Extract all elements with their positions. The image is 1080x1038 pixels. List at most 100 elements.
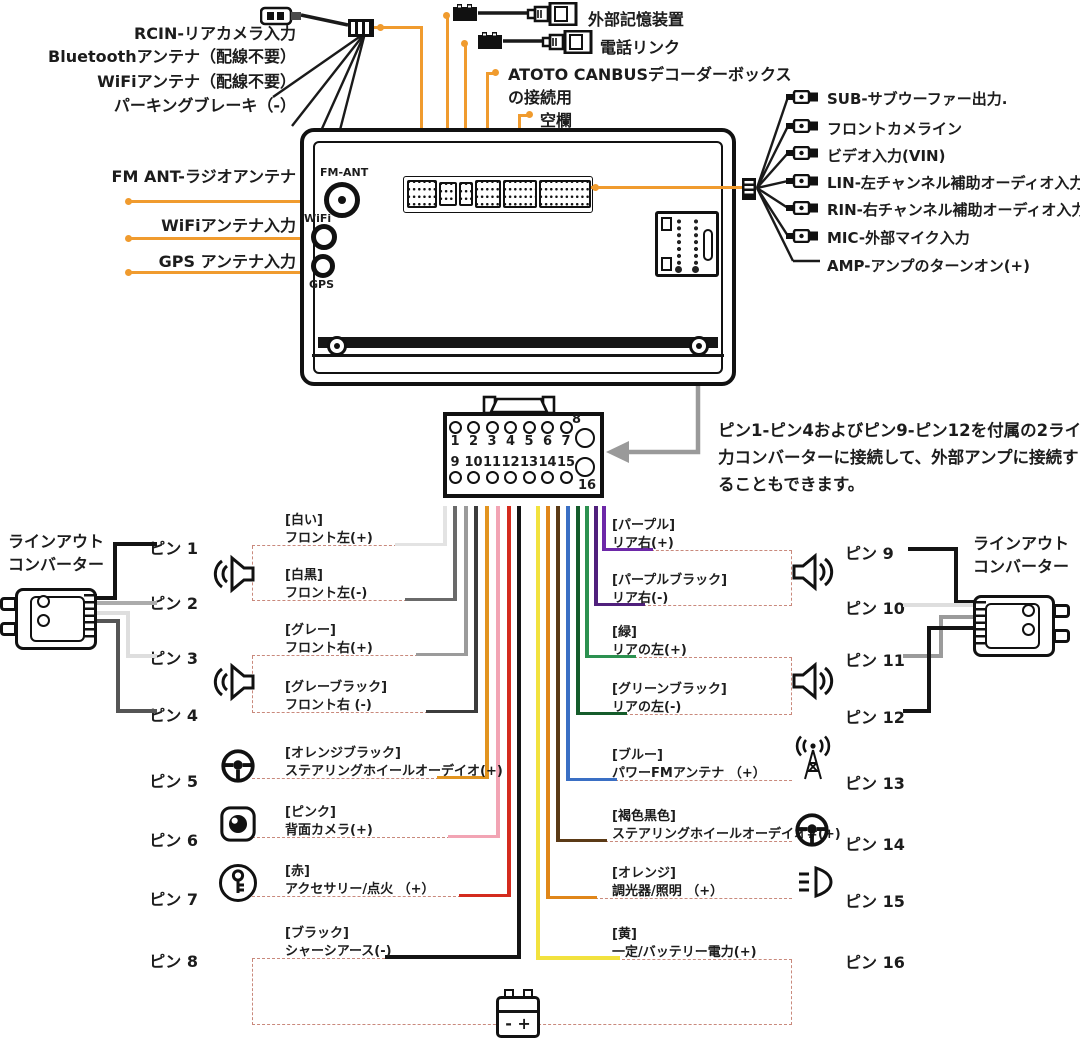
pin9-color: [パープル] <box>612 514 675 533</box>
pin8-func: シャーシアース(-) <box>285 940 392 959</box>
pin-hole-14 <box>541 471 554 484</box>
pin-label-16: ピン 16 <box>845 949 905 973</box>
converter-wire-pin12 <box>927 626 931 713</box>
wire-pin6 <box>496 506 500 838</box>
pin-label-8: ピン 8 <box>128 948 198 972</box>
pin-hole-6 <box>541 421 554 434</box>
harness-pin-column <box>676 218 682 266</box>
pin5-color: [オレンジブラック] <box>285 742 401 761</box>
pin16-func: 一定/バッテリー電力(+) <box>612 941 757 960</box>
label-video-in: ビデオ入力(VIN) <box>827 145 945 166</box>
speaker-icon <box>211 553 257 595</box>
label-fm-antenna: FM ANT-ラジオアンテナ <box>60 163 296 187</box>
port-label-fm-ant: FM-ANT <box>320 166 368 179</box>
pin-hole-4 <box>504 421 517 434</box>
harness-arrowhead <box>606 441 629 463</box>
converter-wire-pin9 <box>954 547 958 604</box>
pin16-color: [黄] <box>612 923 637 942</box>
converter-right-hole <box>1022 604 1035 617</box>
wire-pin16 <box>536 956 620 960</box>
wire-pin13 <box>566 778 617 782</box>
rca-plug-icon <box>786 229 820 243</box>
pin-label-1: ピン 1 <box>128 535 198 559</box>
pin-hole-8 <box>575 428 595 448</box>
strip-connector-3 <box>459 182 473 206</box>
wire-pin8 <box>385 955 521 959</box>
wire-pin6 <box>448 835 499 839</box>
wire-pin2 <box>405 598 456 602</box>
converter-wire-pin4 <box>116 619 120 712</box>
strip-connector-2 <box>439 182 457 206</box>
pin4-func: フロント右 (-) <box>285 694 372 713</box>
converter-left-label-2: コンバーター <box>8 551 104 575</box>
steering-wheel-icon <box>793 811 831 849</box>
converter-wire-pin3 <box>126 611 130 657</box>
wire-pin4 <box>426 710 477 714</box>
converter-wire-pin10 <box>903 603 974 607</box>
converter-right-rca-jack <box>1053 629 1070 643</box>
pin-hole-3 <box>486 421 499 434</box>
pin11-color: [緑] <box>612 621 637 640</box>
pin-number: 14 <box>538 455 558 470</box>
wire-pin3 <box>416 653 467 657</box>
converter-wire-pin11 <box>903 654 943 658</box>
pin13-func: パワーFMアンテナ （+） <box>612 762 766 781</box>
pin-number: 4 <box>501 434 521 449</box>
pin1-color: [白い] <box>285 509 323 528</box>
pin1-func: フロント左(+) <box>285 527 373 546</box>
battery-divider <box>499 1010 537 1013</box>
mounting-rail <box>318 337 718 348</box>
pin-label-13: ピン 13 <box>845 770 905 794</box>
label-sub-out: SUB-サブウーファー出力. <box>827 88 1007 109</box>
pin2-color: [白黒] <box>285 564 323 583</box>
pin-number-16: 16 <box>578 478 596 493</box>
converter-left-hole <box>37 595 50 608</box>
pin10-color: [パープルブラック] <box>612 569 727 588</box>
harness-pin-large <box>675 266 682 273</box>
strip-connector-5 <box>503 180 537 208</box>
pin-number-8: 8 <box>572 412 581 427</box>
rca-plug-icon <box>786 174 820 188</box>
pin7-func: アクセサリー/点火 （+） <box>285 878 435 897</box>
usb-storage-connector-icon <box>452 4 478 22</box>
leader-dot <box>377 24 384 31</box>
harness-pin-large <box>692 266 699 273</box>
pin-label-7: ピン 7 <box>128 886 198 910</box>
wire-pin12 <box>576 506 580 715</box>
wire-pin15 <box>546 896 597 900</box>
pin-label-5: ピン 5 <box>128 768 198 792</box>
label-bluetooth-antenna: Bluetoothアンテナ（配線不要） <box>20 43 296 67</box>
label-amp-turn-on: AMP-アンプのターンオン(+) <box>827 255 1030 276</box>
pin-label-4: ピン 4 <box>128 702 198 726</box>
pin-number: 3 <box>482 434 502 449</box>
pin-number: 7 <box>556 434 576 449</box>
pigtail-connector-icon <box>347 17 375 39</box>
label-canbus-2: の接続用 <box>508 84 572 108</box>
rca-plug-icon <box>786 90 820 104</box>
phone-link-connector-icon <box>477 32 503 50</box>
pin-hole-15 <box>560 471 573 484</box>
label-rcin: RCIN-リアカメラ入力 <box>20 20 296 44</box>
pin-hole-9 <box>449 471 462 484</box>
leader-dot <box>461 40 468 47</box>
leader-dot <box>125 269 132 276</box>
leader-gps <box>128 271 314 274</box>
headlight-icon <box>793 866 833 898</box>
converter-right-rca-jack <box>1053 604 1070 618</box>
strip-connector-1 <box>407 180 437 208</box>
pin-label-9: ピン 9 <box>845 540 894 564</box>
converter-wire-pin3 <box>126 654 157 658</box>
wire-pin14 <box>556 839 607 843</box>
harness-tab-bottom <box>661 257 672 271</box>
pin-number: 13 <box>519 455 539 470</box>
label-front-camera: フロントカメライン <box>827 118 962 139</box>
rca-plug-icon <box>786 201 820 215</box>
converter-wire-pin3 <box>97 611 129 615</box>
rca-plug-icon <box>786 146 820 160</box>
leader-dot <box>492 69 499 76</box>
pin-hole-7 <box>560 421 573 434</box>
pin-number: 11 <box>482 455 502 470</box>
pin14-color: [褐色黒色] <box>612 805 676 824</box>
pin8-color: [ブラック] <box>285 922 349 941</box>
